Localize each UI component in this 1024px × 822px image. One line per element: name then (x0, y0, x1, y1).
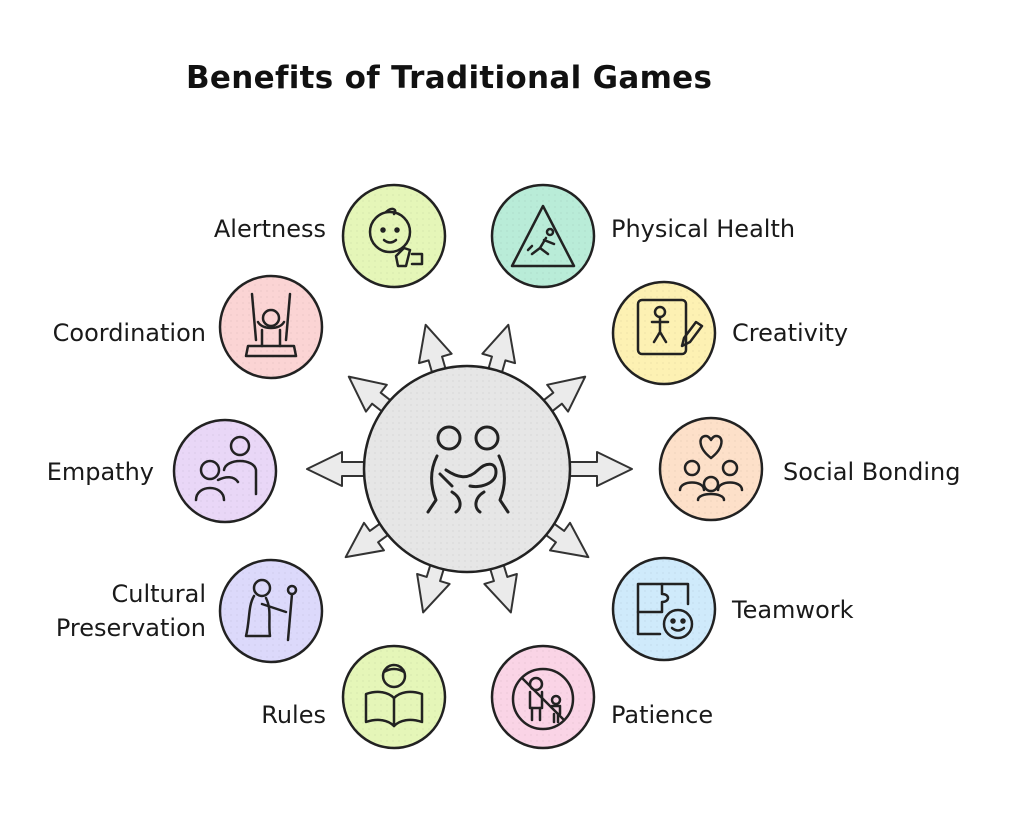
running-sign-icon (510, 204, 576, 268)
node-teamwork (611, 556, 717, 662)
center-hub (362, 364, 572, 574)
node-social-bonding (658, 416, 764, 522)
label-teamwork: Teamwork (732, 596, 854, 624)
label-patience: Patience (611, 701, 714, 729)
node-cultural-preservation (218, 558, 324, 664)
label-alertness: Alertness (213, 215, 326, 243)
node-coordination (218, 274, 324, 380)
no-sign-people-icon (511, 667, 575, 731)
node-patience (490, 644, 596, 750)
elder-with-staff-icon (244, 578, 298, 642)
node-physical-health (490, 183, 596, 289)
puzzle-smile-icon (636, 582, 694, 640)
baby-face-icon (368, 207, 424, 268)
node-creativity (611, 280, 717, 386)
node-alertness (341, 183, 447, 289)
node-empathy (172, 418, 278, 524)
swing-child-icon (244, 292, 298, 358)
reading-book-icon (364, 663, 424, 728)
label-physical-health: Physical Health (611, 215, 796, 243)
label-empathy: Empathy (46, 458, 154, 486)
label-coordination: Coordination (52, 319, 206, 347)
children-playing-icon (426, 425, 510, 514)
drawing-board-icon (636, 298, 704, 356)
diagram-title: Benefits of Traditional Games (186, 60, 713, 96)
label-cultural-preservation: Cultural Preservation (55, 580, 206, 642)
label-social-bonding: Social Bonding (783, 458, 961, 486)
label-rules: Rules (261, 701, 326, 729)
hugging-people-icon (194, 435, 258, 502)
node-rules (341, 644, 447, 750)
group-heart-icon (678, 434, 744, 502)
label-creativity: Creativity (732, 319, 849, 347)
